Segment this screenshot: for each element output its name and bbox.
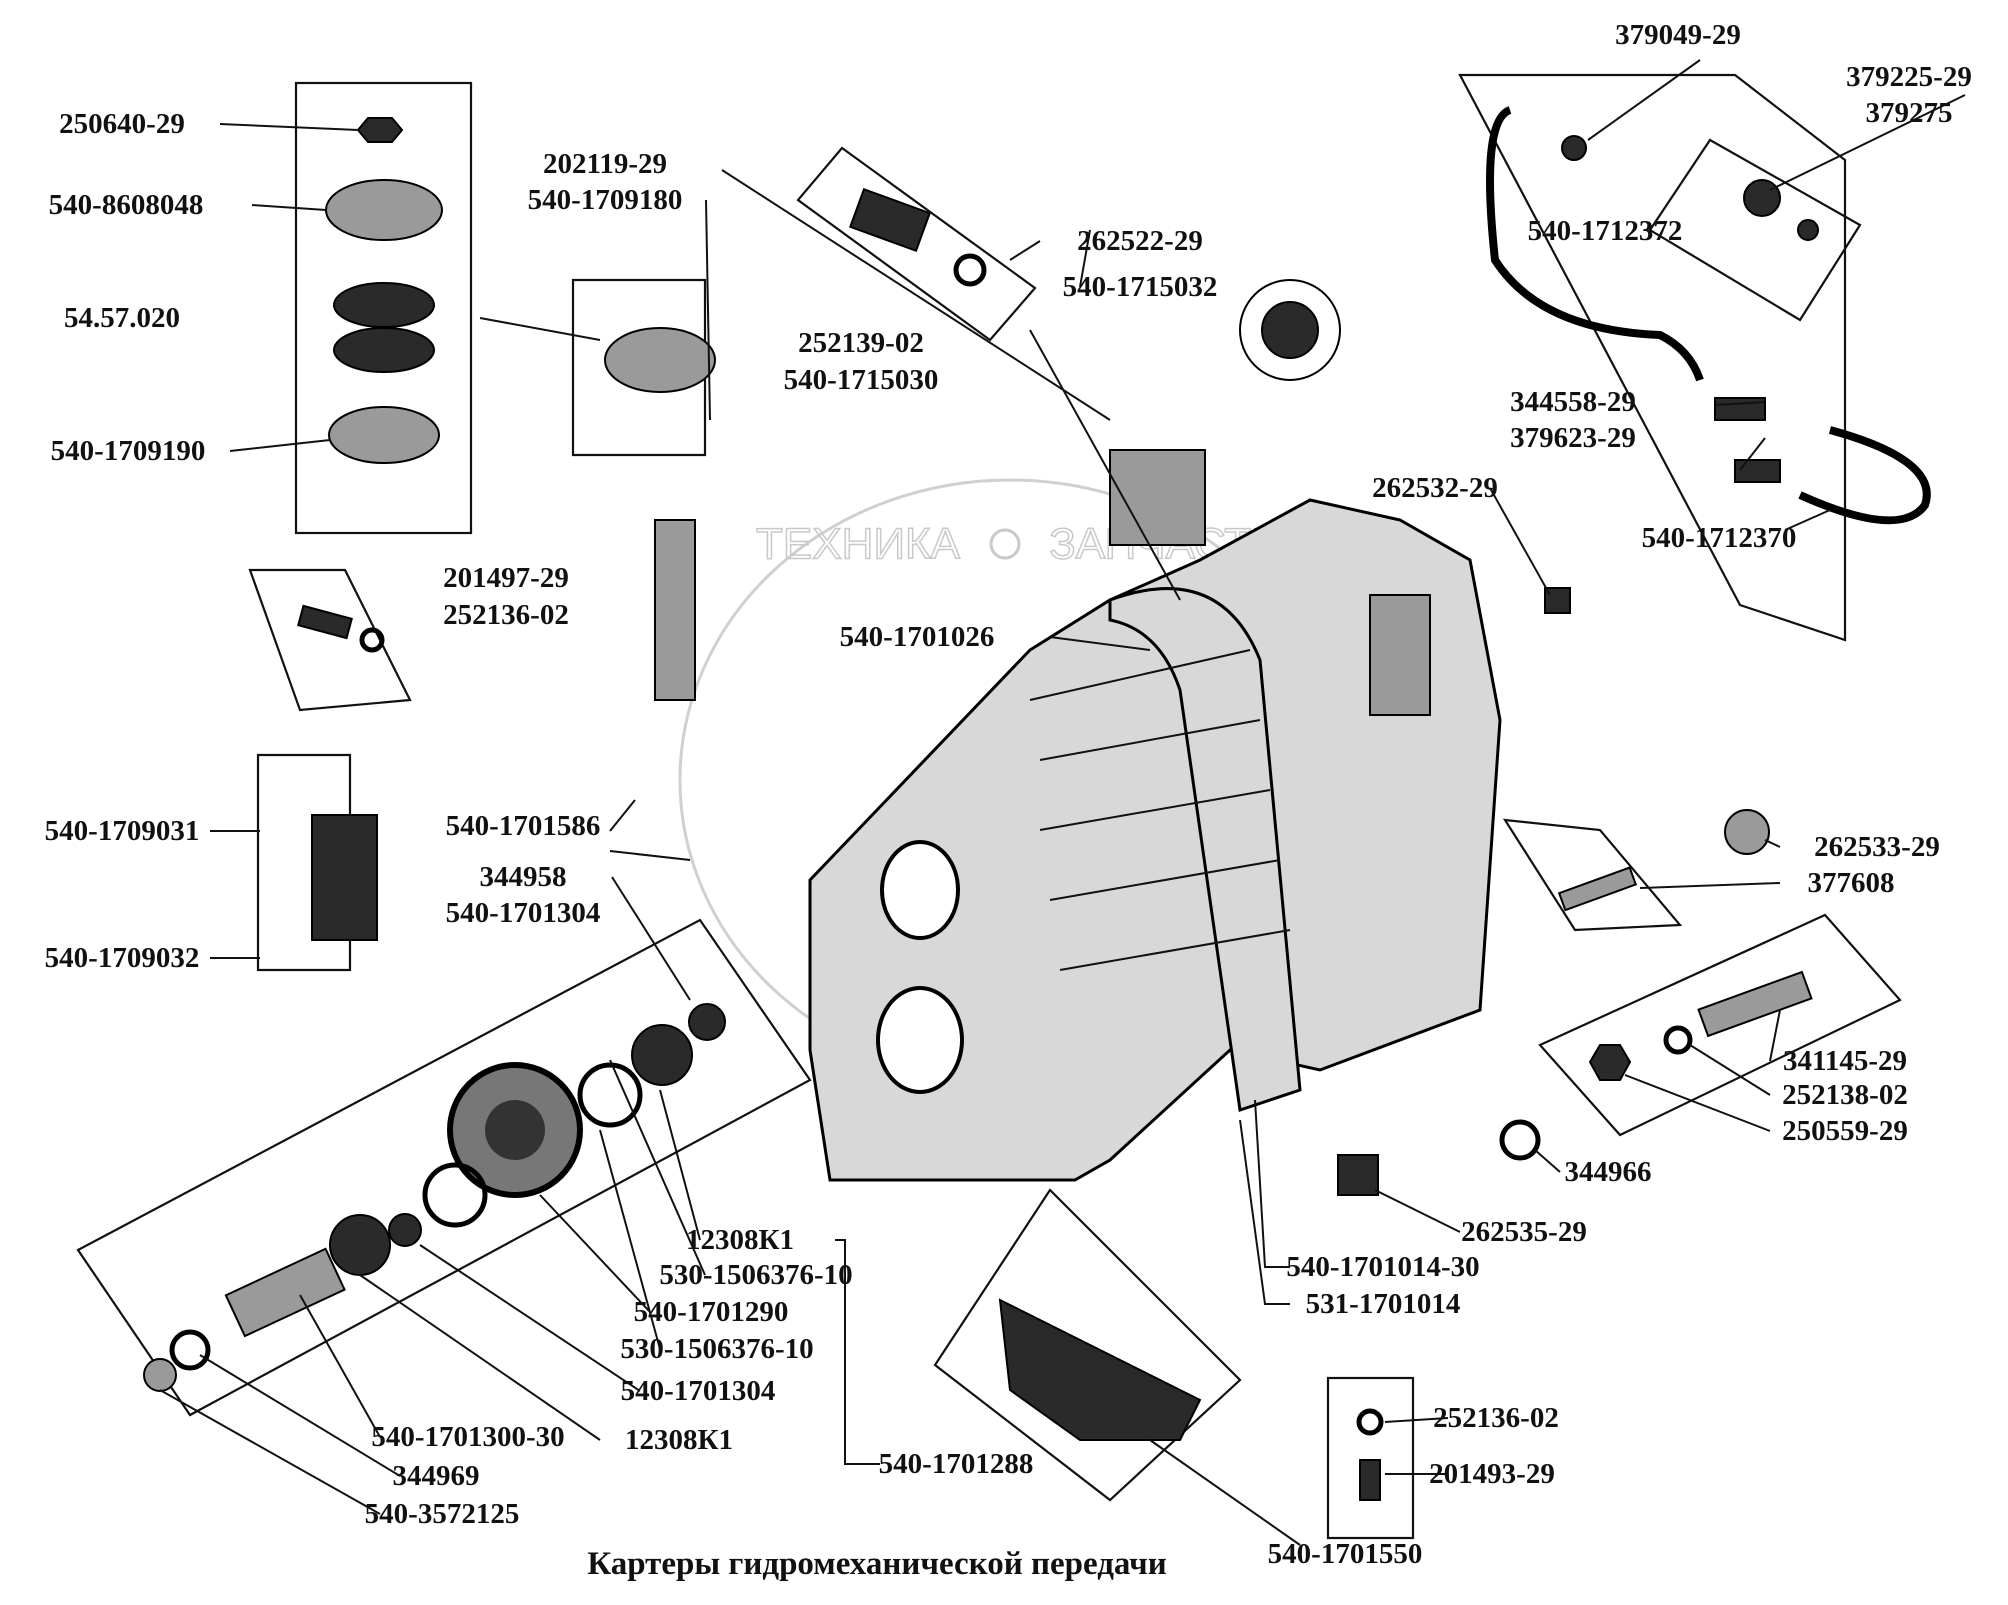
label-262535-29: 262535-29 bbox=[1461, 1216, 1587, 1248]
label-540-1712372: 540-1712372 bbox=[1528, 215, 1683, 247]
frame-breather bbox=[571, 278, 707, 457]
transmission-housing bbox=[808, 449, 1502, 1182]
label-379049-29: 379049-29 bbox=[1615, 19, 1741, 51]
label-540-1715032: 540-1715032 bbox=[1063, 271, 1218, 303]
label-12308k1: 12308К1 bbox=[686, 1224, 794, 1256]
label-202119-29: 202119-29 bbox=[543, 148, 667, 180]
pipe-part-2 bbox=[1798, 426, 1931, 525]
label-377608: 377608 bbox=[1808, 867, 1895, 899]
frame-bolt bbox=[796, 146, 1037, 342]
label-201493-29: 201493-29 bbox=[1429, 1458, 1555, 1490]
pipe-part bbox=[1486, 106, 1704, 382]
bolt-part bbox=[848, 187, 932, 253]
frame-cover bbox=[933, 1188, 1242, 1502]
label-540-1701586: 540-1701586 bbox=[446, 810, 601, 842]
label-540-1701290: 540-1701290 bbox=[634, 1296, 789, 1328]
label-252139-02: 252139-02 bbox=[798, 327, 924, 359]
label-540-1709190: 540-1709190 bbox=[51, 435, 206, 467]
label-540-1701014-30: 540-1701014-30 bbox=[1286, 1251, 1479, 1283]
label-252136-02-b: 252136-02 bbox=[1433, 1402, 1559, 1434]
label-540-1701288: 540-1701288 bbox=[879, 1448, 1034, 1480]
label-540-1709032: 540-1709032 bbox=[45, 942, 200, 974]
parts bbox=[143, 106, 1931, 1501]
plug-part bbox=[1261, 301, 1319, 359]
label-530-1506376-10: 530-1506376-10 bbox=[659, 1259, 852, 1291]
label-252136-02: 252136-02 bbox=[443, 599, 569, 631]
label-540-1701300-30: 540-1701300-30 bbox=[371, 1421, 564, 1453]
label-262522-29: 262522-29 bbox=[1077, 225, 1203, 257]
label-341145-29: 341145-29 bbox=[1783, 1045, 1907, 1077]
label-54-57-020: 54.57.020 bbox=[64, 302, 180, 334]
label-344966: 344966 bbox=[1565, 1156, 1652, 1188]
group-frames bbox=[76, 73, 1902, 1540]
watermark-left: ТЕХНИКА bbox=[756, 520, 961, 569]
label-540-1701026: 540-1701026 bbox=[840, 621, 995, 653]
frame-gasket bbox=[256, 753, 352, 972]
label-344969: 344969 bbox=[393, 1460, 480, 1492]
label-530-1506376-10-b: 530-1506376-10 bbox=[620, 1333, 813, 1365]
cover-part bbox=[998, 1298, 1202, 1441]
label-540-1701550: 540-1701550 bbox=[1268, 1538, 1423, 1570]
frame-fittings bbox=[1648, 138, 1862, 322]
gasket-part bbox=[311, 814, 378, 941]
filter-part bbox=[333, 282, 435, 328]
label-12308k1-b: 12308К1 bbox=[625, 1424, 733, 1456]
frame-cap-assembly bbox=[294, 81, 473, 535]
label-262532-29: 262532-29 bbox=[1372, 472, 1498, 504]
label-344958: 344958 bbox=[480, 861, 567, 893]
cover-plate-part bbox=[654, 519, 696, 701]
label-540-1715030: 540-1715030 bbox=[784, 364, 939, 396]
gear-icon bbox=[989, 528, 1021, 560]
label-540-8608048: 540-8608048 bbox=[49, 189, 204, 221]
nut-part bbox=[356, 117, 404, 143]
label-250640-29: 250640-29 bbox=[59, 108, 185, 140]
label-250559-29: 250559-29 bbox=[1782, 1115, 1908, 1147]
label-531-1701014: 531-1701014 bbox=[1306, 1288, 1461, 1320]
leader-lines bbox=[159, 59, 1966, 1546]
breather-base-part bbox=[328, 406, 440, 464]
label-262533-29: 262533-29 bbox=[1814, 831, 1940, 863]
label-540-1709180: 540-1709180 bbox=[528, 184, 683, 216]
label-540-3572125: 540-3572125 bbox=[365, 1498, 520, 1530]
label-252138-02: 252138-02 bbox=[1782, 1079, 1908, 1111]
frame-plug bbox=[1326, 1376, 1415, 1540]
part-labels: 379049-29 379225-29 379275 250640-29 202… bbox=[45, 19, 1972, 1582]
label-379275: 379275 bbox=[1866, 97, 1953, 129]
label-540-1712370: 540-1712370 bbox=[1642, 522, 1797, 554]
frame-pin bbox=[1502, 818, 1683, 932]
label-540-1701304: 540-1701304 bbox=[446, 897, 601, 929]
label-540-1709031: 540-1709031 bbox=[45, 815, 200, 847]
label-344558-29: 344558-29 bbox=[1510, 386, 1636, 418]
label-379623-29: 379623-29 bbox=[1510, 422, 1636, 454]
frame-stud bbox=[1538, 913, 1902, 1137]
label-379225-29: 379225-29 bbox=[1846, 61, 1972, 93]
label-201497-29: 201497-29 bbox=[443, 562, 569, 594]
breather-part bbox=[604, 327, 716, 393]
diagram-title: Картеры гидромеханической передачи bbox=[587, 1546, 1166, 1582]
label-540-1701304-b: 540-1701304 bbox=[621, 1375, 776, 1407]
frame-bolt-washer bbox=[248, 568, 412, 712]
frame-pipes bbox=[1458, 73, 1847, 642]
cap-part bbox=[325, 179, 443, 241]
